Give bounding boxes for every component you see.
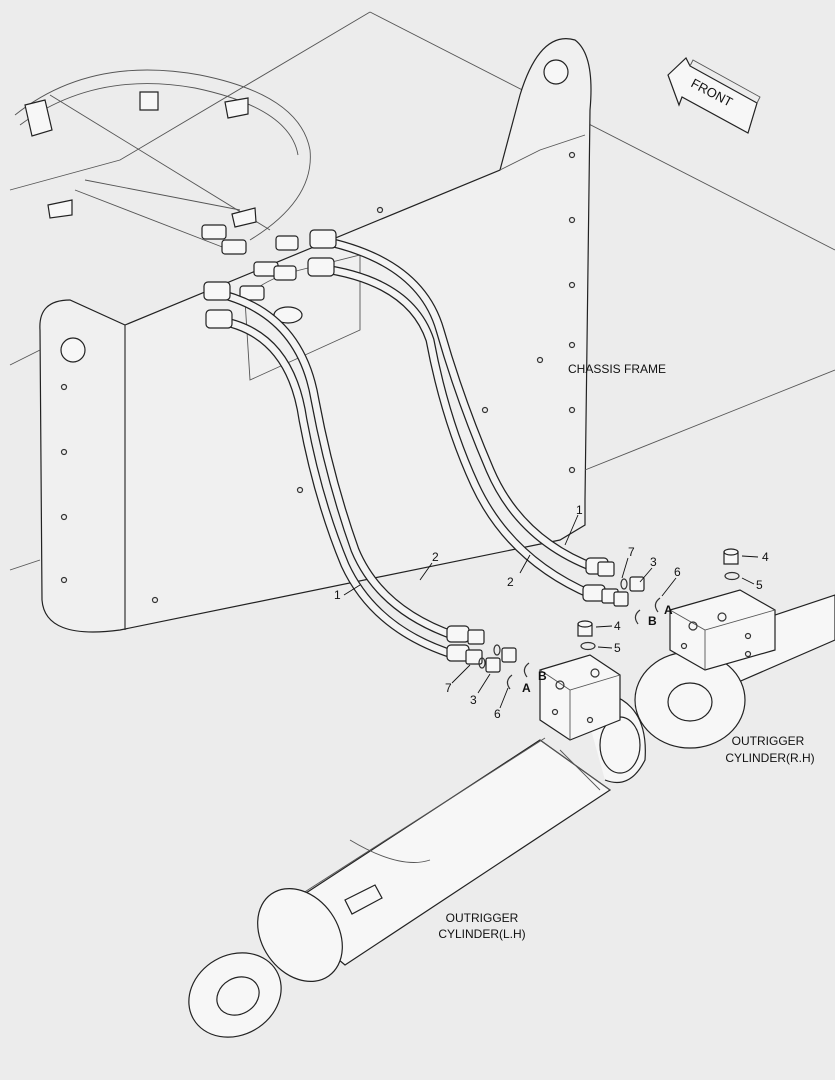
callout-lh-part-4: 4: [614, 619, 621, 633]
front-arrow-icon: FRONT: [667, 57, 761, 134]
rh-fittings: [597, 548, 740, 625]
outrigger-cylinder-rh: [634, 589, 835, 749]
lh-fittings: [465, 620, 596, 690]
rh-cylinder-label-line1: OUTRIGGER: [732, 734, 805, 748]
callout-rh-part-7: 7: [628, 545, 635, 559]
callout-rh-part-6: 6: [674, 565, 681, 579]
callout-lh-part-3: 3: [470, 693, 477, 707]
callout-rh-port-a: A: [664, 603, 673, 617]
callout-lh-port-b: B: [538, 669, 547, 683]
callout-rh-hose-1: 1: [576, 503, 583, 517]
chassis-frame: [9, 11, 835, 633]
callout-lh-part-5: 5: [614, 641, 621, 655]
chassis-frame-label: CHASSIS FRAME: [568, 362, 666, 376]
outrigger-cylinder-lh: [188, 654, 646, 1038]
lh-cylinder-label-line1: OUTRIGGER: [446, 911, 519, 925]
callout-lh-port-a: A: [522, 681, 531, 695]
lh-cylinder-label-line2: CYLINDER(L.H): [438, 927, 525, 941]
callout-rh-port-b: B: [648, 614, 657, 628]
leader-lines: [343, 514, 759, 709]
callout-lh-hose-2: 2: [432, 550, 439, 564]
hose-bundle: [203, 229, 609, 662]
callout-rh-part-5: 5: [756, 578, 763, 592]
callout-lh-hose-1: 1: [334, 588, 341, 602]
callout-lh-part-7: 7: [445, 681, 452, 695]
callout-rh-part-3: 3: [650, 555, 657, 569]
callout-lh-part-6: 6: [494, 707, 501, 721]
rh-cylinder-label-line2: CYLINDER(R.H): [725, 751, 814, 765]
callout-rh-part-4: 4: [762, 550, 769, 564]
callout-rh-hose-2: 2: [507, 575, 514, 589]
